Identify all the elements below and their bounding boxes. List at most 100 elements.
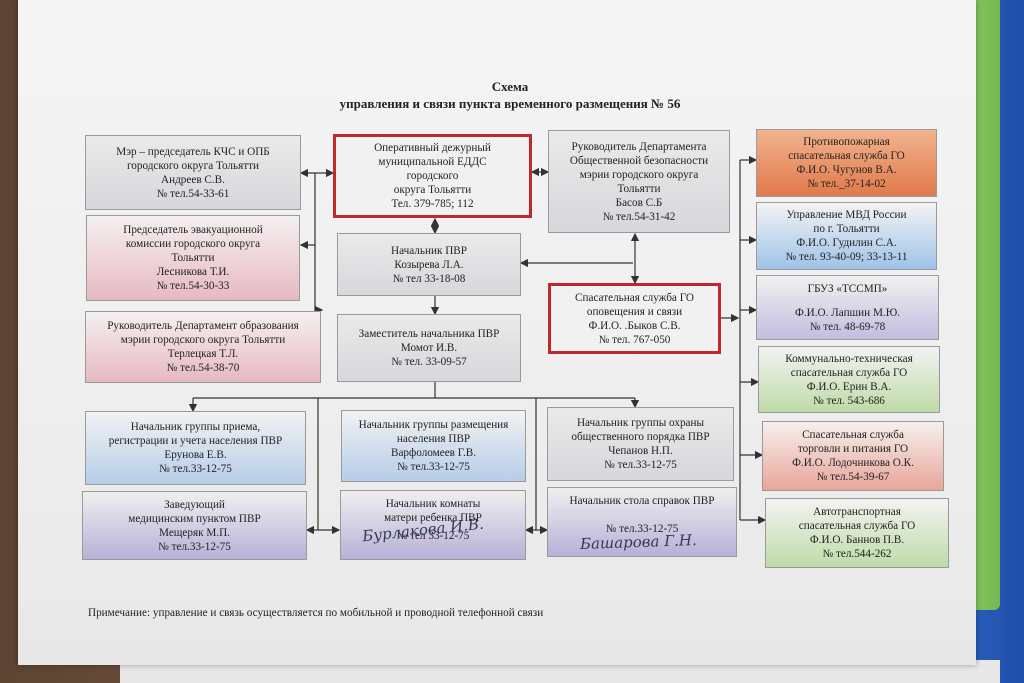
deputy-title: Заместитель начальника ПВР (358, 328, 500, 340)
order-line-2: общественного порядка ПВР (571, 431, 710, 443)
placement-line-1: Начальник группы размещения (358, 419, 509, 431)
health-spacer (761, 296, 934, 306)
police-line-1: Управление МВД России (786, 209, 907, 221)
public-safety-line-3: мэрии городского округа (579, 168, 699, 181)
health-service-box: ГБУЗ «ТССМП» Ф.И.О. Лапшин М.Ю. № тел. 4… (756, 275, 939, 340)
transport-name: Ф.И.О. Баннов П.В. (809, 534, 905, 546)
rescue-line-2: оповещения и связи (586, 305, 683, 318)
education-phone: № тел.54-38-70 (166, 362, 240, 374)
pvr-head-title: Начальник ПВР (391, 244, 467, 257)
transport-service-box: Автотранспортная спасательная служба ГО … (765, 498, 949, 568)
edds-duty-box: Оперативный дежурный муниципальной ЕДДС … (333, 134, 532, 218)
reception-group-box: Начальник группы приема, регистрации и у… (85, 411, 306, 485)
education-name: Терлецкая Т.Л. (167, 348, 239, 360)
order-name: Чепанов Н.П. (608, 445, 673, 457)
reception-line-2: регистрации и учета населения ПВР (108, 435, 283, 447)
utilities-name: Ф.И.О. Ерин В.А. (806, 380, 892, 393)
evac-city: Тольятти (171, 252, 215, 264)
utilities-phone: № тел. 543-686 (813, 394, 885, 407)
trade-service-box: Спасательная служба торговли и питания Г… (762, 421, 944, 491)
fire-service-box: Противопожарная спасательная служба ГО Ф… (756, 129, 937, 197)
medical-name: Мещеряк М.П. (159, 526, 230, 539)
health-phone: № тел. 48-69-78 (809, 320, 886, 333)
transport-line-1: Автотранспортная (813, 506, 901, 518)
order-line-1: Начальник группы охраны (576, 417, 705, 429)
title-line-1: Схема (491, 79, 529, 94)
mother-room-phone: № тел 33-12-75 (396, 530, 470, 542)
evac-commission-box: Председатель эвакуационной комиссии горо… (86, 215, 300, 301)
order-phone: № тел.33-12-75 (604, 459, 677, 471)
police-name: Ф.И.О. Гудилин С.А. (796, 237, 897, 249)
mother-room-line-2: матери ребенка ПВР (384, 512, 482, 524)
deputy-name: Момот И.В. (400, 342, 458, 354)
mayor-box: Мэр – председатель КЧС и ОПБ городского … (85, 135, 301, 210)
police-phone: № тел. 93-40-09; 33-13-11 (785, 251, 908, 263)
education-title: Руководитель Департамент образования (107, 320, 299, 332)
public-safety-line-4: Тольятти (617, 182, 661, 195)
police-line-2: по г. Тольятти (813, 223, 880, 235)
placement-name: Варфоломеев Г.В. (390, 447, 477, 459)
diagram-title: Схема управления и связи пункта временно… (300, 78, 720, 112)
transport-phone: № тел.544-262 (822, 548, 892, 560)
edds-line-3: городского (406, 170, 459, 182)
education-dept-box: Руководитель Департамент образования мэр… (85, 311, 321, 383)
trade-line-2: торговли и питания ГО (797, 443, 909, 455)
reception-name: Ерунова Е.В. (164, 449, 227, 461)
fire-phone: № тел._37-14-02 (807, 178, 886, 190)
mother-room-box: Начальник комнаты матери ребенка ПВР № т… (340, 490, 526, 560)
rescue-comm-box: Спасательная служба ГО оповещения и связ… (548, 283, 721, 354)
health-line-1: ГБУЗ «ТССМП» (807, 282, 888, 295)
edds-line-1: Оперативный дежурный (374, 142, 491, 154)
edds-line-2: муниципальной ЕДДС (378, 156, 487, 168)
reception-phone: № тел.33-12-75 (159, 463, 232, 475)
evac-org: комиссии городского округа (125, 238, 261, 250)
medical-line-2: медицинским пунктом ПВР (128, 512, 261, 525)
medical-line-1: Заведующий (164, 498, 225, 511)
mayor-phone: № тел.54-33-61 (156, 187, 230, 200)
deputy-head-box: Заместитель начальника ПВР Момот И.В. № … (337, 314, 521, 382)
deputy-phone: № тел. 33-09-57 (391, 356, 467, 368)
trade-phone: № тел.54-39-67 (816, 471, 890, 483)
info-desk-phone: № тел.33-12-75 (605, 523, 679, 535)
mayor-title: Мэр – председатель КЧС и ОПБ (116, 145, 270, 158)
education-org: мэрии городского округа Тольятти (120, 334, 286, 346)
mayor-name: Андреев С.В. (161, 173, 225, 186)
public-safety-line-2: Общественной безопасности (569, 154, 709, 167)
placement-phone: № тел.33-12-75 (397, 461, 470, 473)
sheet-underlay (120, 660, 1000, 683)
mayor-org: городского округа Тольятти (126, 159, 260, 172)
reception-line-1: Начальник группы приема, (130, 421, 261, 433)
fire-line-2: спасательная служба ГО (788, 150, 905, 162)
pvr-head-name: Козырева Л.А. (394, 258, 464, 271)
rescue-phone: № тел. 767-050 (598, 333, 671, 346)
public-safety-box: Руководитель Департамента Общественной б… (548, 130, 730, 233)
placement-group-box: Начальник группы размещения населения ПВ… (341, 410, 526, 482)
evac-name: Лесникова Т.И. (156, 266, 230, 278)
pvr-head-box: Начальник ПВР Козырева Л.А. № тел 33-18-… (337, 233, 521, 296)
edds-line-4: округа Тольятти (393, 184, 472, 196)
health-name: Ф.И.О. Лапшин М.Ю. (794, 306, 900, 319)
evac-phone: № тел.54-30-33 (156, 280, 230, 292)
utilities-line-1: Коммунально-техническая (785, 352, 913, 365)
transport-line-2: спасательная служба ГО (798, 520, 916, 532)
mother-room-line-1: Начальник комнаты (385, 498, 481, 510)
fire-line-1: Противопожарная (803, 136, 890, 148)
pvr-head-phone: № тел 33-18-08 (392, 272, 466, 285)
placement-line-2: населения ПВР (396, 433, 471, 445)
medical-point-box: Заведующий медицинским пунктом ПВР Мещер… (82, 491, 307, 560)
footnote: Примечание: управление и связь осуществл… (88, 607, 544, 619)
rescue-name: Ф.И.О. .Быков С.В. (588, 319, 681, 332)
fire-name: Ф.И.О. Чугунов В.А. (796, 164, 897, 176)
medical-phone: № тел.33-12-75 (158, 540, 231, 553)
utilities-line-2: спасательная служба ГО (790, 366, 908, 379)
rescue-line-1: Спасательная служба ГО (575, 291, 694, 304)
edds-phone: Тел. 379-785; 112 (391, 198, 474, 210)
public-safety-line-1: Руководитель Департамента (571, 140, 707, 153)
utilities-service-box: Коммунально-техническая спасательная слу… (758, 346, 940, 413)
trade-line-1: Спасательная служба (802, 429, 904, 441)
police-box: Управление МВД России по г. Тольятти Ф.И… (756, 202, 937, 270)
order-group-box: Начальник группы охраны общественного по… (547, 407, 734, 481)
info-desk-box: Начальник стола справок ПВР № тел.33-12-… (547, 487, 737, 557)
public-safety-phone: № тел.54-31-42 (602, 210, 676, 223)
